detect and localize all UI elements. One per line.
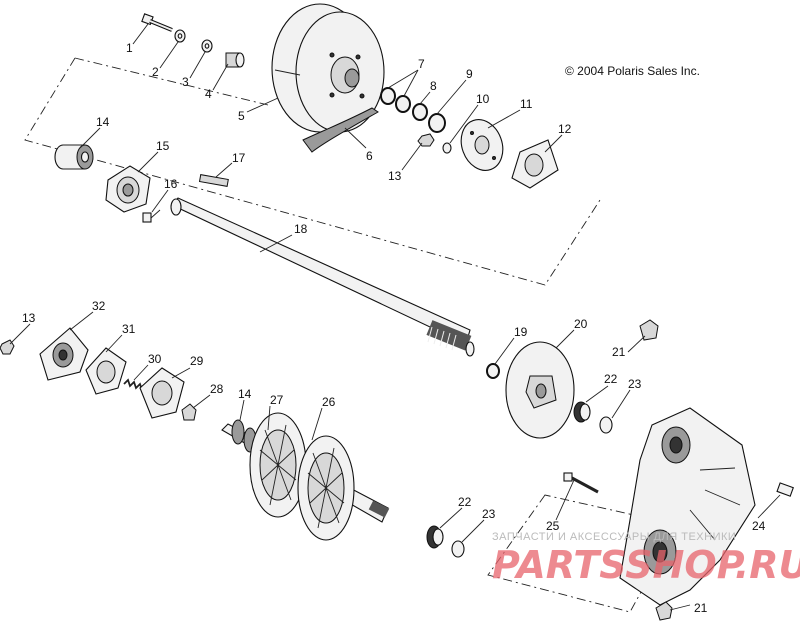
callout-22-upper: 22 — [604, 372, 618, 386]
bushing-4 — [225, 52, 245, 68]
ring-9 — [428, 113, 446, 133]
callout-24: 24 — [752, 519, 766, 533]
watermark-logo: PARTSSHOP.RU — [492, 543, 800, 587]
assembly-outline-lower — [487, 494, 679, 613]
pulley-5 — [271, 3, 385, 133]
bearing-22-lower — [426, 525, 444, 549]
flange-32 — [39, 327, 89, 381]
bolt-16 — [142, 209, 161, 223]
callout-22-lower: 22 — [458, 495, 472, 509]
seal-23-upper — [599, 416, 613, 434]
callout-17: 17 — [232, 151, 246, 165]
callout-18: 18 — [294, 222, 308, 236]
callout-13-lower: 13 — [22, 311, 36, 325]
callout-32: 32 — [92, 299, 106, 313]
callout-1: 1 — [126, 41, 133, 55]
callout-labels: 1 2 3 4 5 6 7 8 9 10 11 12 13 14 15 16 1… — [22, 41, 766, 615]
callout-30: 30 — [148, 352, 162, 366]
callout-9: 9 — [466, 67, 473, 81]
callout-16: 16 — [164, 177, 178, 191]
bolt-25 — [563, 472, 599, 494]
sprocket-shaft-assembly — [221, 412, 390, 541]
callout-26: 26 — [322, 395, 336, 409]
leader-lines — [9, 23, 781, 611]
callout-14-lower: 14 — [238, 387, 252, 401]
watermark-tagline: ЗАПЧАСТИ И АКСЕССУАРЫ ДЛЯ ТЕХНИКИ — [492, 531, 736, 543]
callout-28: 28 — [210, 382, 224, 396]
callout-11: 11 — [520, 97, 533, 111]
bearing-14-upper — [54, 144, 94, 170]
callout-3: 3 — [182, 75, 189, 89]
callout-8: 8 — [430, 79, 437, 93]
flange-bracket-12 — [511, 139, 559, 189]
callout-20: 20 — [574, 317, 588, 331]
callout-29: 29 — [190, 354, 204, 368]
callout-12: 12 — [558, 122, 572, 136]
key-17 — [198, 174, 229, 187]
flange-29 — [139, 367, 185, 419]
callout-23-upper: 23 — [628, 377, 642, 391]
washer-10 — [442, 142, 452, 154]
chaincase-housing — [619, 407, 756, 606]
ring-19 — [486, 363, 500, 379]
callout-21-upper: 21 — [612, 345, 626, 359]
flange-31 — [85, 347, 127, 395]
plug-21-upper — [639, 319, 659, 341]
callout-5: 5 — [238, 109, 245, 123]
drive-sprocket-27 — [249, 412, 307, 518]
callout-10: 10 — [476, 92, 490, 106]
assembly-outline-upper — [24, 57, 601, 286]
callout-2: 2 — [152, 65, 159, 79]
bolt-1 — [141, 13, 173, 32]
fitting-28 — [181, 403, 197, 421]
callout-23-lower: 23 — [482, 507, 496, 521]
callout-7: 7 — [418, 57, 425, 71]
shaft-18 — [170, 197, 475, 357]
copyright-text: © 2004 Polaris Sales Inc. — [565, 64, 700, 78]
fitting-24 — [776, 482, 794, 497]
ring-8 — [412, 103, 428, 121]
callout-6: 6 — [366, 149, 373, 163]
callout-4: 4 — [205, 87, 212, 101]
flange-plate-11 — [460, 119, 504, 171]
callout-27: 27 — [270, 393, 284, 407]
ring-7b — [395, 95, 411, 113]
callout-21-lower: 21 — [694, 601, 708, 615]
sprocket-disc-20 — [505, 341, 575, 439]
flange-bearing-15 — [105, 165, 151, 213]
callout-14-upper: 14 — [96, 115, 110, 129]
bearing-22-upper — [573, 401, 591, 423]
seal-23-lower — [451, 540, 465, 558]
callout-25: 25 — [546, 519, 560, 533]
belt-segment-6 — [302, 107, 379, 153]
callout-19: 19 — [514, 325, 528, 339]
callout-15: 15 — [156, 139, 170, 153]
ring-7a — [380, 87, 396, 105]
callout-13-upper: 13 — [388, 169, 402, 183]
drive-sprocket-26 — [297, 435, 355, 541]
nut-13-upper — [417, 133, 435, 147]
watermark: ЗАПЧАСТИ И АКСЕССУАРЫ ДЛЯ ТЕХНИКИ PARTSS… — [492, 531, 800, 587]
plug-21-lower — [655, 601, 673, 621]
callout-31: 31 — [122, 322, 136, 336]
